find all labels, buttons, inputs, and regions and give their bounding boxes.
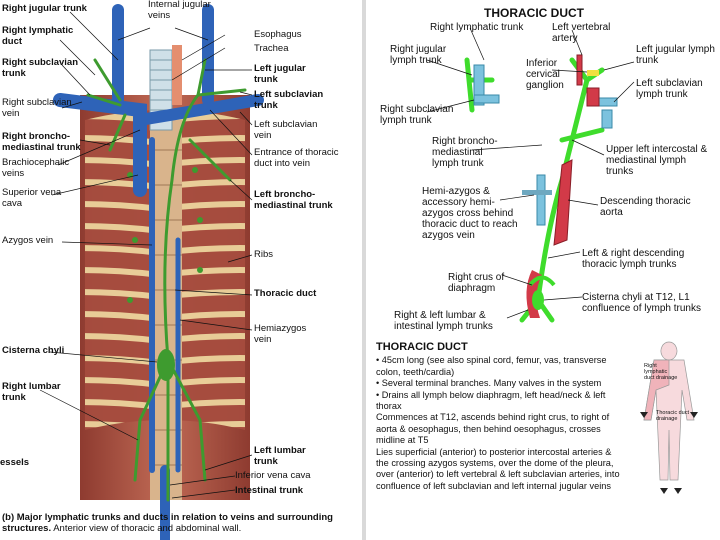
label-right-crus: Right crus of diaphragm bbox=[448, 272, 505, 294]
label-right-subclavian-vein: Right subclavian vein bbox=[2, 97, 72, 119]
label-hemiazygos-cross: Hemi-azygos & accessory hemi-azygos cros… bbox=[422, 186, 518, 241]
note-line: Commences at T12, ascends behind right c… bbox=[376, 412, 610, 446]
descending-aorta-shape bbox=[522, 159, 573, 246]
label-entrance-thoracic-duct: Entrance of thoracic duct into vein bbox=[254, 147, 339, 169]
note-line: • 45cm long (see also spinal cord, femur… bbox=[376, 355, 607, 377]
label-cisterna-chyli-t12: Cisterna chyli at T12, L1 confluence of … bbox=[582, 292, 701, 314]
cisterna-and-crus bbox=[526, 270, 556, 318]
label-superior-vena-cava: Superior vena cava bbox=[2, 187, 62, 209]
note-line: Lies superficial (anterior) to posterior… bbox=[376, 446, 620, 491]
lymphatic-anatomy-illustration bbox=[39, 4, 264, 540]
label-left-right-descending: Left & right descending thoracic lymph t… bbox=[582, 248, 685, 270]
label-thoracic-duct: Thoracic duct bbox=[254, 288, 317, 299]
inset-thoracic-drainage-label: Thoracic duct drainage bbox=[656, 410, 690, 422]
label-inferior-vena-cava: Inferior vena cava bbox=[235, 470, 311, 481]
esophagus-shape bbox=[172, 45, 182, 105]
label-hemiazygos-vein: Hemiazygos vein bbox=[254, 323, 307, 345]
veins bbox=[53, 4, 264, 540]
label-intestinal-trunk: Intestinal trunk bbox=[235, 485, 304, 496]
label-right-lymphatic-trunk: Right lymphatic trunk bbox=[430, 22, 524, 33]
label-right-subclavian-trunk: Right subclavian trunk bbox=[2, 57, 79, 79]
label-lumbar-intestinal: Right & left lumbar & intestinal lymph t… bbox=[394, 310, 493, 332]
note-line: • Several terminal branches. Many valves… bbox=[376, 378, 602, 389]
thoracic-duct-notes: THORACIC DUCT • 45cm long (see also spin… bbox=[376, 341, 624, 492]
label-cisterna-chyli: Cisterna chyli bbox=[2, 345, 65, 356]
veins-blue bbox=[473, 64, 618, 226]
label-brachiocephalic-veins: Brachiocephalic veins bbox=[2, 157, 70, 179]
thoracic-duct-diagram bbox=[426, 27, 718, 494]
note-line: • Drains all lymph below diaphragm, left… bbox=[376, 389, 606, 412]
ganglion-shape bbox=[587, 70, 599, 76]
label-right-subclavian-lymph-trunk: Right subclavian lymph trunk bbox=[380, 104, 454, 126]
label-right-lymphatic-duct: Right lymphatic duct bbox=[2, 25, 74, 47]
label-left-vertebral-artery: Left vertebral artery bbox=[552, 22, 611, 44]
label-right-jugular-lymph-trunk: Right jugular lymph trunk bbox=[390, 44, 447, 66]
label-left-subclavian-vein: Left subclavian vein bbox=[254, 119, 318, 141]
left-vertebral-artery-shape bbox=[576, 54, 600, 107]
left-anatomy-panel: Right jugular trunk Right lymphatic duct… bbox=[0, 0, 358, 540]
label-descending-thoracic-aorta: Descending thoracic aorta bbox=[600, 196, 691, 218]
label-ribs: Ribs bbox=[254, 249, 274, 260]
label-left-jugular-lymph-trunk: Left jugular lymph trunk bbox=[636, 44, 715, 66]
drainage-inset-figure bbox=[620, 338, 718, 494]
label-inferior-cervical-ganglion: Inferior cervical ganglion bbox=[526, 58, 564, 91]
label-left-subclavian-lymph-trunk: Left subclavian lymph trunk bbox=[636, 78, 703, 100]
caption-bold: (b) Major lymphatic trunks and ducts in … bbox=[2, 512, 333, 534]
label-upper-left-intercostal: Upper left intercostal & mediastinal lym… bbox=[606, 144, 708, 177]
label-left-jugular-trunk: Left jugular trunk bbox=[254, 63, 306, 85]
inset-right-drainage-label: Right lymphatic duct drainage bbox=[644, 363, 678, 381]
label-azygos-vein: Azygos vein bbox=[2, 235, 54, 246]
lymphatic-trunks bbox=[86, 58, 247, 502]
figure-caption: (b) Major lymphatic trunks and ducts in … bbox=[2, 512, 358, 534]
label-right-bronchomediastinal-trunk: Right broncho-mediastinal trunk bbox=[2, 131, 81, 153]
label-left-lumbar-trunk: Left lumbar trunk bbox=[254, 445, 306, 467]
label-right-jugular-trunk: Right jugular trunk bbox=[2, 3, 87, 14]
diagram-title: THORACIC DUCT bbox=[484, 6, 584, 20]
label-internal-jugular-veins: Internal jugular veins bbox=[148, 0, 211, 21]
caption-rest: Anterior view of thoracic and abdominal … bbox=[51, 523, 242, 534]
label-esophagus: Esophagus bbox=[254, 29, 302, 40]
cisterna-chyli-shape bbox=[157, 349, 175, 381]
right-thoracic-duct-panel: THORACIC DUCT Right lymphatic trunk Left… bbox=[372, 0, 720, 540]
label-right-bronchomediastinal-lymph-trunk: Right broncho-mediastinal lymph trunk bbox=[432, 136, 498, 169]
label-left-subclavian-trunk: Left subclavian trunk bbox=[254, 89, 324, 111]
panel-divider bbox=[362, 0, 366, 540]
notes-title: THORACIC DUCT bbox=[376, 341, 468, 353]
label-left-bronchomediastinal-trunk: Left broncho-mediastinal trunk bbox=[254, 189, 333, 211]
label-right-lumbar-trunk: Right lumbar trunk bbox=[2, 381, 61, 403]
label-essels: essels bbox=[0, 457, 30, 468]
label-trachea: Trachea bbox=[254, 43, 289, 54]
